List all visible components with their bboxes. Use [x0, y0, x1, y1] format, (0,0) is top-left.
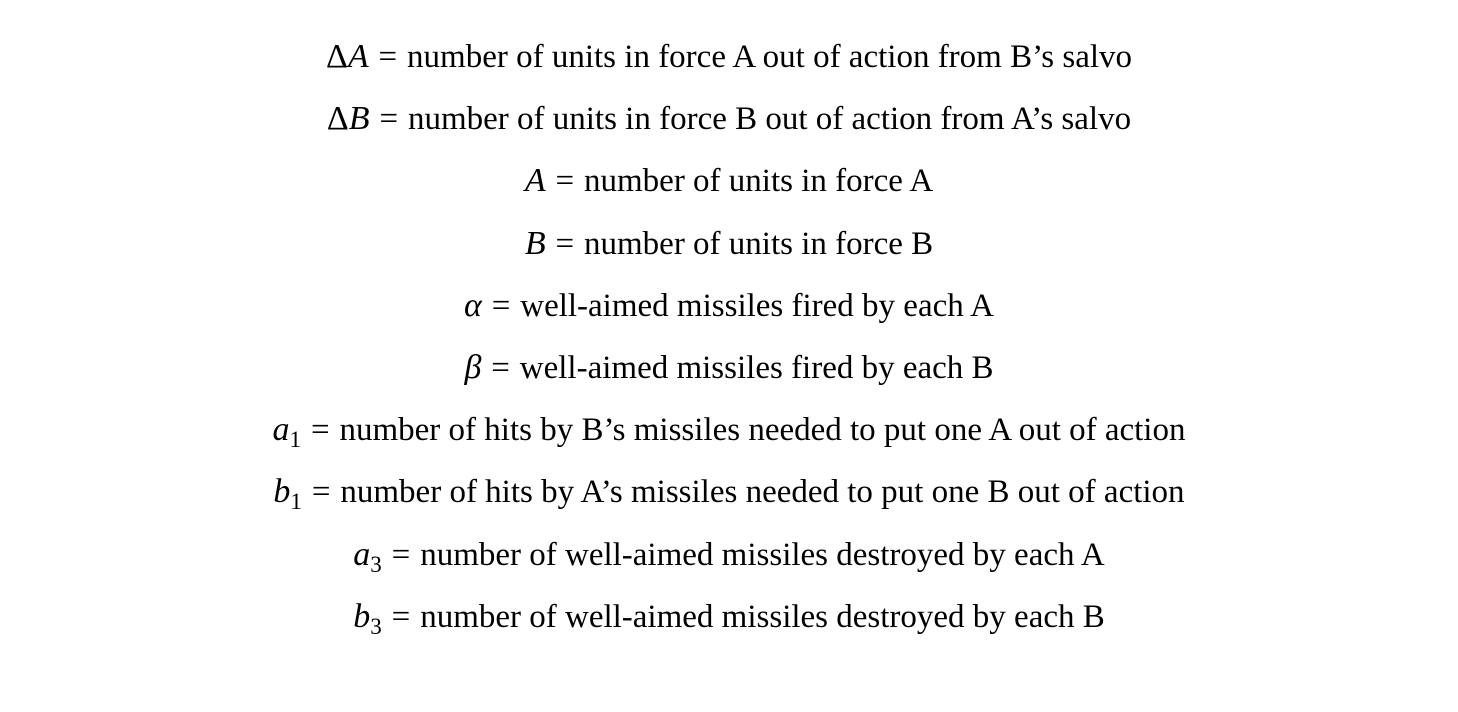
symbol-base: A	[347, 38, 369, 75]
equals-sign: =	[555, 163, 575, 200]
symbol-base: B	[524, 224, 546, 262]
symbol-subscript: 3	[370, 613, 382, 640]
definition-line: ΔB=number of units in force B out of act…	[0, 88, 1458, 150]
variable-symbol-delta-b: ΔB	[327, 100, 370, 137]
definition-line: a3=number of well-aimed missiles destroy…	[0, 524, 1458, 586]
definition-line: α=well-aimed missiles fired by each A	[0, 275, 1458, 337]
equals-sign: =	[491, 349, 510, 386]
variable-symbol-beta: β	[464, 349, 481, 386]
variable-symbol-a3: a3	[353, 535, 382, 578]
definition-line: b3=number of well-aimed missiles destroy…	[0, 586, 1458, 648]
variable-symbol-b3: b3	[353, 597, 382, 640]
symbol-subscript: 3	[370, 551, 382, 578]
definition-line: β =well-aimed missiles fired by each B	[0, 337, 1458, 399]
variable-symbol-a: A	[525, 162, 546, 199]
definition-line: ΔA=number of units in force A out of act…	[0, 26, 1458, 88]
symbol-base: B	[348, 100, 370, 138]
equals-sign: =	[379, 101, 399, 138]
delta-prefix: Δ	[325, 38, 348, 75]
equals-sign: =	[378, 39, 398, 75]
definition-line: a1=number of hits by B’s missiles needed…	[0, 399, 1458, 461]
equals-sign: =	[310, 412, 330, 449]
definition-text: number of hits by A’s missiles needed to…	[340, 474, 1185, 511]
definition-text: number of units in force A	[584, 163, 934, 200]
definition-text: number of units in force B	[584, 225, 934, 262]
symbol-base: A	[524, 162, 546, 200]
equals-sign: =	[491, 287, 511, 324]
equals-sign: =	[311, 474, 331, 511]
symbol-subscript: 1	[290, 489, 302, 516]
definition-text: number of units in force B out of action…	[407, 101, 1132, 138]
equals-sign: =	[555, 225, 575, 262]
equals-sign: =	[391, 598, 411, 635]
definition-text: number of units in force A out of action…	[407, 39, 1133, 75]
symbol-base: a	[272, 411, 290, 449]
definition-line: B=number of units in force B	[0, 213, 1458, 275]
definition-text: well-aimed missiles fired by each A	[520, 287, 995, 324]
definition-line: b1=number of hits by A’s missiles needed…	[0, 461, 1458, 523]
definition-text: well-aimed missiles fired by each B	[519, 349, 994, 386]
variable-symbol-delta-a: ΔA	[326, 38, 369, 75]
symbol-base: b	[273, 473, 291, 511]
variable-symbol-b1: b1	[273, 473, 302, 515]
equals-sign: =	[391, 536, 411, 573]
symbol-base: β	[464, 348, 482, 386]
definition-text: number of well-aimed missiles destroyed …	[420, 536, 1105, 573]
variable-symbol-a1: a1	[272, 411, 302, 453]
symbol-subscript: 1	[289, 427, 302, 454]
variable-symbol-alpha: α	[464, 287, 482, 324]
delta-prefix: Δ	[326, 100, 349, 138]
definition-text: number of hits by B’s missiles needed to…	[339, 412, 1186, 449]
definition-text: number of well-aimed missiles destroyed …	[420, 598, 1105, 635]
symbol-base: a	[353, 535, 371, 573]
definition-line: A=number of units in force A	[0, 150, 1458, 212]
symbol-base: α	[463, 286, 482, 324]
variable-symbol-b: B	[525, 225, 546, 262]
symbol-base: b	[353, 597, 371, 635]
